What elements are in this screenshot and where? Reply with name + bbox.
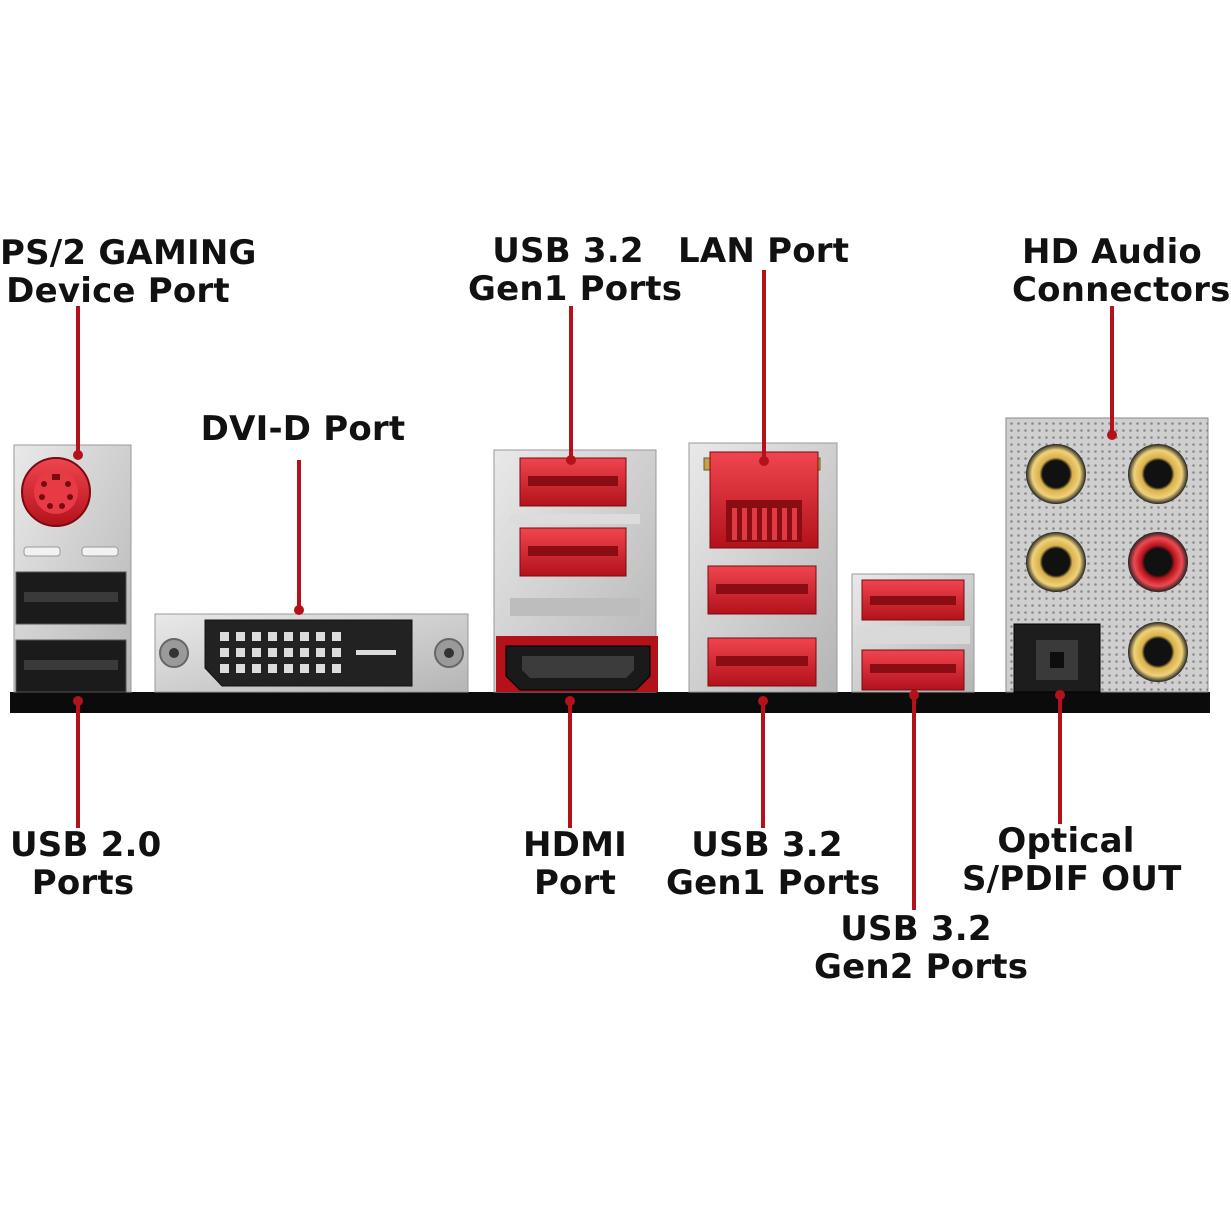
label-optical: Optical S/PDIF OUT: [962, 821, 1182, 899]
leader-hd-audio-dot: [1107, 430, 1117, 440]
label-ps2-line2: Device Port: [6, 271, 230, 311]
ps2-usb20-block: [13, 444, 132, 693]
lan-usb32-block: [688, 442, 838, 693]
leader-usb32-gen1-top: [569, 306, 573, 458]
label-ps2-line1: PS/2 GAMING: [0, 233, 257, 273]
label-hdmi: HDMI Port: [508, 826, 642, 902]
label-hd-audio-line2: Connectors: [1012, 270, 1231, 310]
label-lan: LAN Port: [678, 231, 850, 271]
leader-ps2: [76, 306, 80, 454]
label-ps2: PS/2 GAMING Device Port: [0, 233, 257, 311]
leader-lan-dot: [759, 456, 769, 466]
leader-hdmi-dot: [565, 696, 575, 706]
leader-usb32-gen1-bottom: [761, 700, 765, 828]
leader-usb32-gen2: [912, 694, 916, 910]
leader-hdmi: [568, 700, 572, 828]
label-usb32-gen2-line1: USB 3.2: [840, 909, 992, 949]
leader-lan: [762, 270, 766, 460]
label-hdmi-line2: Port: [533, 863, 617, 903]
audio-jack-2: [1128, 444, 1188, 504]
label-hd-audio-line1: HD Audio: [1022, 232, 1202, 272]
label-usb32-gen1-top-line2: Gen1 Ports: [468, 269, 683, 309]
leader-usb32-gen2-dot: [909, 690, 919, 700]
leader-optical-dot: [1055, 690, 1065, 700]
label-optical-line1: Optical: [997, 821, 1135, 861]
leader-dvi: [297, 460, 301, 610]
label-usb20-line1: USB 2.0: [10, 825, 162, 865]
audio-jack-4: [1128, 532, 1188, 592]
label-usb32-gen1-bottom-line2: Gen1 Ports: [666, 863, 881, 903]
leader-usb32-gen1-bottom-dot: [758, 696, 768, 706]
audio-jack-3: [1026, 532, 1086, 592]
label-usb32-gen1-top-line1: USB 3.2: [492, 231, 644, 271]
label-optical-line2: S/PDIF OUT: [962, 859, 1182, 899]
leader-usb20: [76, 700, 80, 828]
leader-usb32-gen1-top-dot: [566, 455, 576, 465]
label-usb32-gen1-bottom-line1: USB 3.2: [691, 825, 843, 865]
leader-optical: [1058, 694, 1062, 824]
leader-hd-audio: [1110, 306, 1114, 434]
audio-jack-1: [1026, 444, 1086, 504]
label-usb20: USB 2.0 Ports: [10, 825, 162, 903]
leader-ps2-dot: [73, 450, 83, 460]
leader-usb20-dot: [73, 696, 83, 706]
label-usb32-gen2: USB 3.2 Gen2 Ports: [814, 909, 1029, 987]
usb32-gen2-block: [851, 573, 975, 693]
audio-block: [1005, 417, 1209, 693]
label-lan-line1: LAN Port: [678, 231, 850, 271]
label-hdmi-line1: HDMI: [523, 825, 627, 865]
usb32-gen1-hdmi-block: [493, 449, 658, 693]
label-usb32-gen1-bottom: USB 3.2 Gen1 Ports: [666, 825, 881, 903]
dvi-block: [154, 613, 469, 693]
label-dvi: DVI-D Port: [200, 410, 406, 448]
audio-jack-5: [1128, 622, 1188, 682]
io-shield-bar: [10, 692, 1210, 713]
label-dvi-line1: DVI-D Port: [200, 409, 406, 449]
leader-dvi-dot: [294, 605, 304, 615]
label-usb32-gen2-line2: Gen2 Ports: [814, 947, 1029, 987]
label-hd-audio: HD Audio Connectors: [1012, 232, 1231, 310]
label-usb32-gen1-top: USB 3.2 Gen1 Ports: [468, 231, 683, 309]
label-usb20-line2: Ports: [31, 863, 135, 903]
